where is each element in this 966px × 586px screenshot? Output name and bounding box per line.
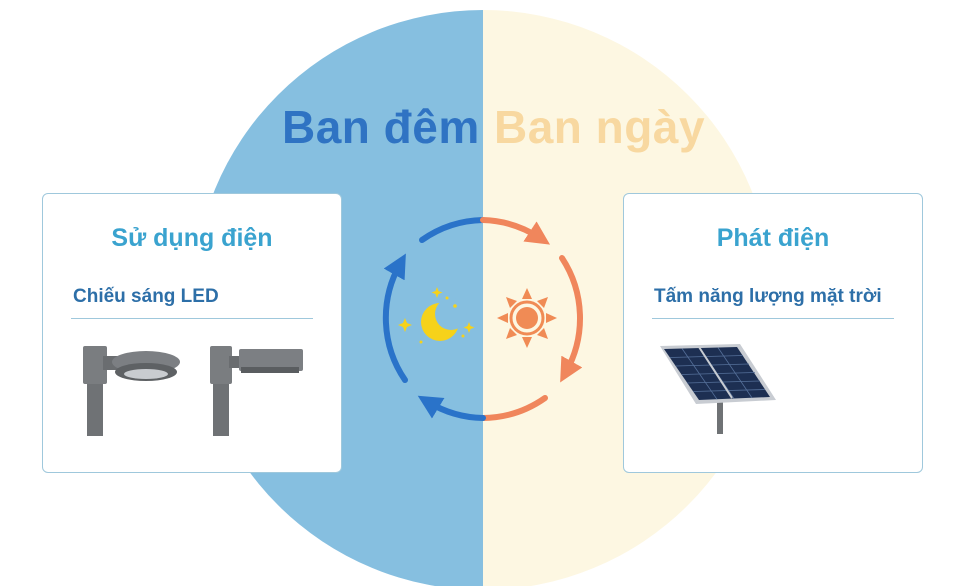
power-usage-title: Sử dụng điện [111,224,273,252]
moon-icon [398,287,475,344]
power-generation-card: Phát điện Tấm năng lượng mặt trời [623,193,923,473]
sun-icon [497,288,557,348]
divider [652,318,894,319]
day-arrow-right [559,255,583,383]
night-title: Ban đêm [282,101,480,153]
night-arrow-left [382,253,408,383]
power-usage-card: Sử dụng điện Chiếu sáng LED [42,193,342,473]
solar-panel-label: Tấm năng lượng mặt trời [654,286,882,307]
day-night-cycle [382,217,583,421]
power-generation-title: Phát điện [716,224,830,252]
rectangular-led-street-light-icon [210,346,303,436]
night-arrow-bottom [417,395,486,421]
led-lighting-label: Chiếu sáng LED [73,286,219,307]
street-lights-illustration [83,346,303,436]
day-arrow-bottom [480,395,548,421]
solar-panel-illustration [660,344,776,434]
divider [71,318,313,319]
day-title: Ban ngày [494,101,706,153]
day-arrow-top [480,217,551,245]
night-arrow-top [419,217,486,243]
solar-panel-icon [660,344,776,434]
round-led-street-light-icon [83,346,180,436]
